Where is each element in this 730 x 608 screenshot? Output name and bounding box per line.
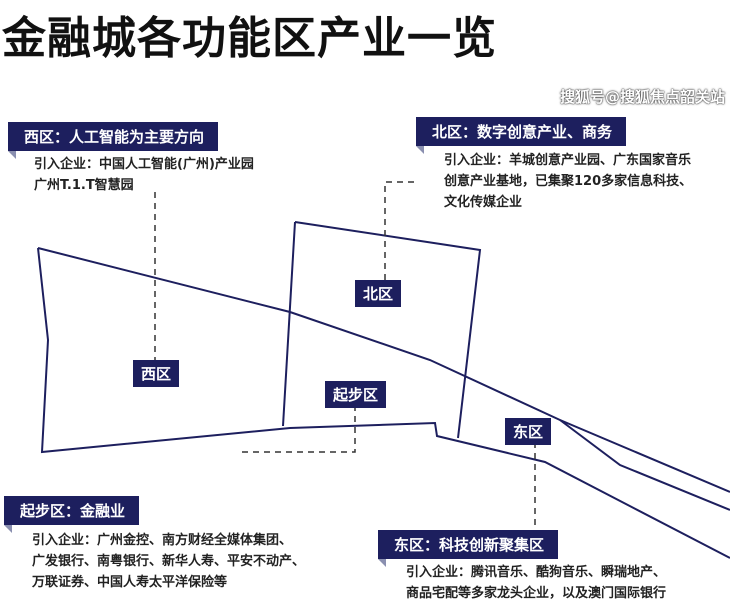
- east-tag: 东区: [505, 418, 552, 445]
- west-description: 引入企业：中国人工智能(广州)产业园 广州T.1.T智慧园: [34, 154, 254, 196]
- desc-line: 创意产业基地，已集聚120多家信息科技、: [444, 174, 693, 189]
- desc-line: 引入企业：中国人工智能(广州)产业园: [34, 157, 254, 172]
- desc-line: 广州T.1.T智慧园: [34, 178, 134, 193]
- desc-line: 广发银行、南粤银行、新华人寿、平安不动产、: [32, 554, 306, 569]
- east-branch: [559, 419, 730, 511]
- desc-line: 引入企业：羊城创意产业园、广东国家音乐: [444, 153, 692, 168]
- north-description: 引入企业：羊城创意产业园、广东国家音乐 创意产业基地，已集聚120多家信息科技、…: [444, 150, 692, 213]
- start-leader: [240, 405, 356, 453]
- north-leader: [384, 181, 415, 280]
- start-description: 引入企业：广州金控、南方财经全媒体集团、 广发银行、南粤银行、新华人寿、平安不动…: [32, 530, 305, 593]
- watermark: 搜狐号@搜狐焦点韶关站: [560, 88, 726, 106]
- start-header: 起步区：金融业: [4, 496, 140, 533]
- north-boundary: [282, 221, 482, 439]
- west-boundary: [37, 247, 730, 559]
- page-title: 金融城各功能区产业一览: [2, 13, 497, 64]
- west-header: 西区：人工智能为主要方向: [8, 122, 219, 159]
- west-tag: 西区: [133, 360, 180, 387]
- desc-line: 引入企业：广州金控、南方财经全媒体集团、: [32, 533, 293, 548]
- east-header: 东区：科技创新聚集区: [378, 530, 559, 567]
- desc-line: 文化传媒企业: [444, 195, 523, 210]
- main-road: [37, 247, 730, 493]
- desc-line: 引入企业：腾讯音乐、酷狗音乐、瞬瑞地产、: [406, 565, 667, 580]
- east-description: 引入企业：腾讯音乐、酷狗音乐、瞬瑞地产、 商品宅配等多家龙头企业，以及澳门国际银…: [406, 562, 666, 604]
- north-header: 北区：数字创意产业、商务: [416, 117, 627, 154]
- desc-line: 万联证券、中国人寿太平洋保险等: [32, 575, 228, 590]
- start-tag: 起步区: [325, 381, 387, 408]
- north-tag: 北区: [355, 280, 402, 307]
- desc-line: 商品宅配等多家龙头企业，以及澳门国际银行: [406, 586, 667, 601]
